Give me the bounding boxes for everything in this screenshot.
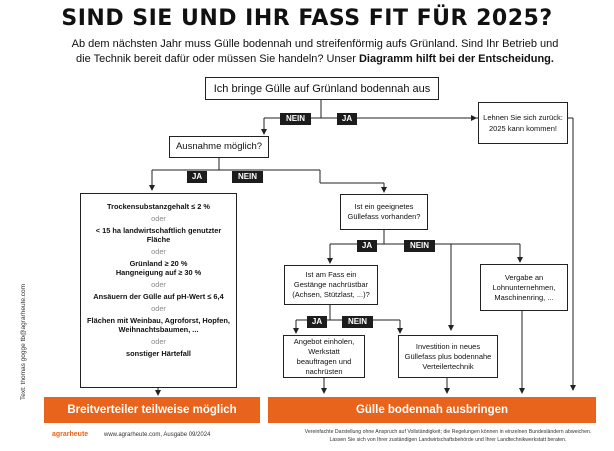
footnote: Vereinfachte Darstellung ohne Anspruch a… xyxy=(304,429,592,443)
outcome-right: Gülle bodennah ausbringen xyxy=(268,397,596,423)
node-retrofit-question: Ist am Fass ein Gestänge nachrüstbar (Ac… xyxy=(284,265,378,305)
condition-item: Grünland ≥ 20 % Hangneigung auf ≥ 30 % xyxy=(115,259,202,277)
tag-yes-start: JA xyxy=(337,113,357,125)
condition-item: Flächen mit Weinbau, Agroforst, Hopfen, … xyxy=(87,316,230,334)
condition-separator: oder xyxy=(151,337,166,346)
page-subtitle: Ab dem nächsten Jahr muss Gülle bodennah… xyxy=(70,37,560,67)
tag-no-exception: NEIN xyxy=(232,171,263,183)
tag-yes-exception: JA xyxy=(187,171,207,183)
condition-separator: oder xyxy=(151,280,166,289)
node-start: Ich bringe Gülle auf Grünland bodennah a… xyxy=(205,77,439,100)
node-suitable-tank: Ist ein geeignetes Güllefass vorhanden? xyxy=(340,194,428,230)
exception-conditions-box: Trockensubstanzgehalt ≤ 2 % oder < 15 ha… xyxy=(80,193,237,388)
node-invest: Investition in neues Güllefass plus bode… xyxy=(398,335,498,378)
tag-yes-tank: JA xyxy=(357,240,377,252)
condition-separator: oder xyxy=(151,214,166,223)
subtitle-emphasis: Diagramm hilft bei der Entscheidung. xyxy=(358,53,554,65)
node-quote: Angebot einholen, Werkstatt beauftragen … xyxy=(283,335,365,378)
condition-item: Ansäuern der Gülle auf pH-Wert ≤ 6,4 xyxy=(93,292,224,301)
brand-logo: agrarheute xyxy=(52,431,89,438)
tag-no-retrofit: NEIN xyxy=(342,316,373,328)
condition-separator: oder xyxy=(151,304,166,313)
tag-no-start: NEIN xyxy=(280,113,311,125)
node-relax: Lehnen Sie sich zurück: 2025 kann kommen… xyxy=(478,102,568,144)
author-credit: Text: thomas gogge tb@agrarheute.com xyxy=(20,283,27,400)
condition-item: < 15 ha landwirtschaftlich genutzter Flä… xyxy=(95,226,222,244)
tag-no-tank: NEIN xyxy=(404,240,435,252)
source-url: www.agrarheute.com, Ausgabe 09/2024 xyxy=(104,432,211,438)
condition-item: sonstiger Härtefall xyxy=(126,349,191,358)
tag-yes-retrofit: JA xyxy=(307,316,327,328)
node-exception: Ausnahme möglich? xyxy=(169,136,269,158)
outcome-left: Breitverteiler teilweise möglich xyxy=(44,397,260,423)
page-title: SIND SIE UND IHR FASS FIT FÜR 2025? xyxy=(61,6,553,31)
condition-separator: oder xyxy=(151,247,166,256)
node-contractor: Vergabe an Lohnunternehmen, Maschinenrin… xyxy=(480,264,568,311)
subtitle-text: Ab dem nächsten Jahr muss Gülle bodennah… xyxy=(71,38,559,65)
condition-item: Trockensubstanzgehalt ≤ 2 % xyxy=(106,202,211,211)
